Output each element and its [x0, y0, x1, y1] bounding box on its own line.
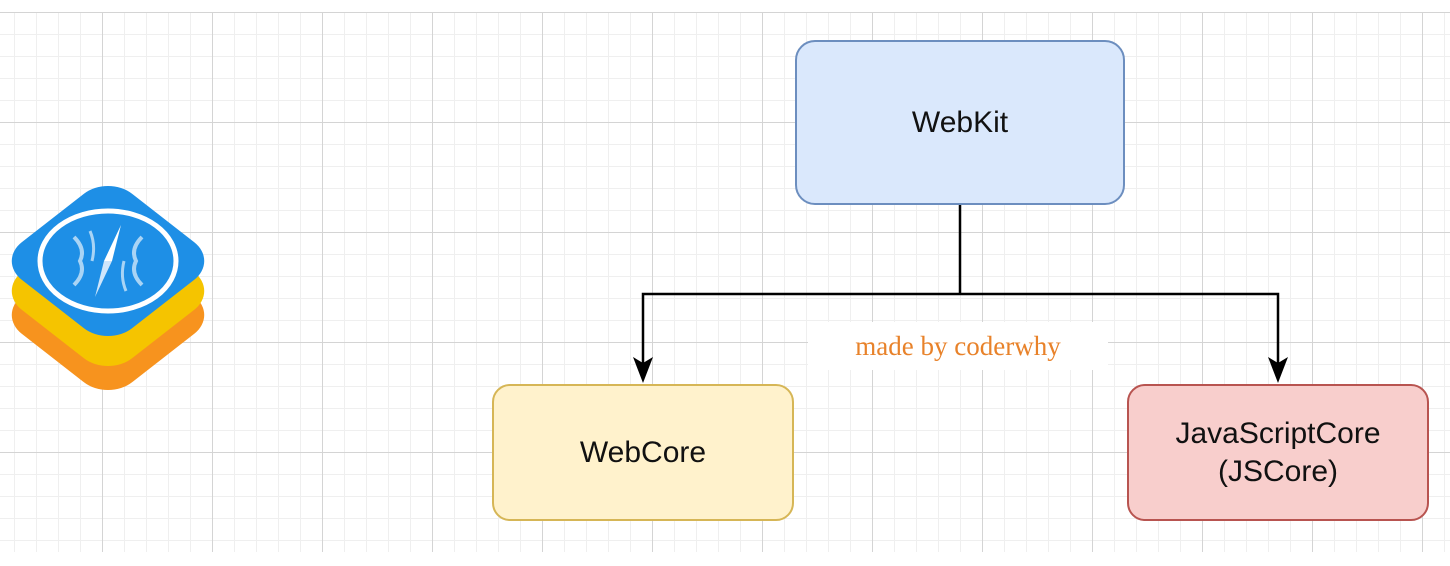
webkit-logo-icon — [11, 185, 205, 391]
edge-webkit-to-webcore — [641, 292, 960, 369]
edge-webkit-to-jscore — [960, 292, 1280, 369]
node-javascriptcore[interactable]: JavaScriptCore (JSCore) — [1127, 384, 1429, 521]
arrowhead-webcore — [633, 357, 653, 383]
node-javascriptcore-label: JavaScriptCore (JSCore) — [1175, 417, 1381, 488]
node-webcore-label: WebCore — [579, 435, 707, 469]
node-webkit[interactable]: WebKit — [795, 40, 1125, 205]
watermark-text: made by coderwhy — [808, 322, 1108, 370]
watermark-label: made by coderwhy — [855, 330, 1061, 361]
node-webkit-label: WebKit — [911, 105, 1009, 139]
top-margin — [0, 0, 1450, 12]
node-webcore[interactable]: WebCore — [492, 384, 794, 521]
compass-icon — [37, 208, 179, 314]
bottom-margin — [0, 552, 1450, 566]
arrowhead-jscore — [1268, 357, 1288, 383]
